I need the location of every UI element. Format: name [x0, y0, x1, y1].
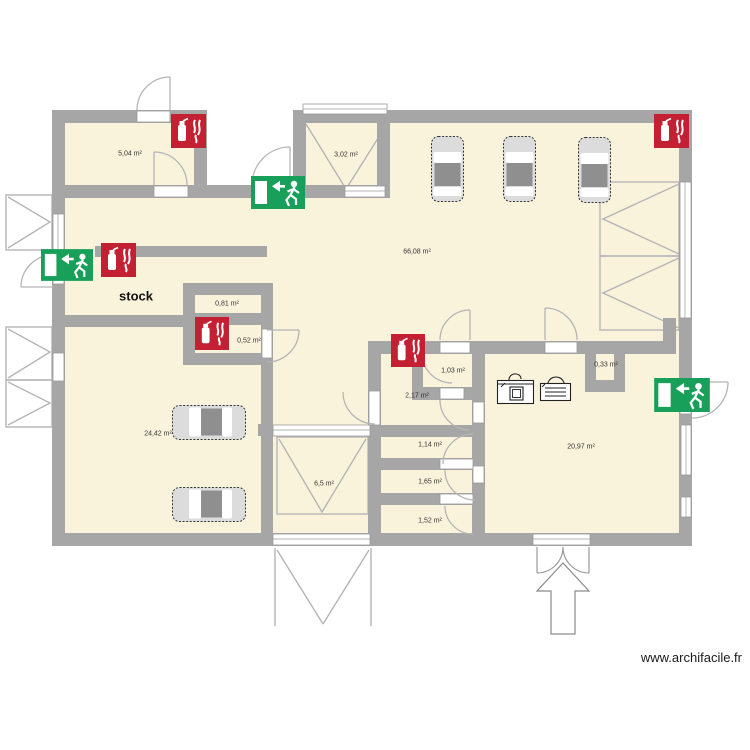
room-area-label: 1,52 m² — [418, 517, 442, 525]
cars — [172, 136, 611, 522]
emergency-exit-icon — [654, 378, 710, 412]
door-arcs — [20, 76, 729, 535]
emergency-exit-sign — [251, 176, 305, 209]
watermark: www.archifacile.fr — [640, 650, 742, 665]
fire-extinguisher-icon — [391, 334, 425, 367]
fire-extinguisher-sign — [193, 317, 231, 350]
room-area-label: 3,02 m² — [334, 151, 358, 159]
room-area-label: 66,08 m² — [403, 248, 431, 256]
fire-extinguisher-sign — [391, 334, 425, 367]
car — [503, 136, 536, 202]
sink-icon — [496, 373, 535, 405]
stove-icon — [539, 376, 572, 402]
windows — [52, 103, 692, 546]
room-area-label: 6,5 m² — [314, 480, 334, 488]
room-area-label: 0,52 m² — [237, 337, 261, 345]
room-area-label: 1,14 m² — [418, 441, 442, 449]
room-area-label: 5,04 m² — [118, 150, 142, 158]
room-area-label: 20,97 m² — [567, 443, 595, 451]
room-area-label: 1,65 m² — [418, 478, 442, 486]
room-area-label: 1,03 m² — [441, 367, 465, 375]
emergency-exit-icon — [41, 249, 93, 281]
fire-extinguisher-sign — [171, 114, 206, 148]
kitchen-fixtures — [496, 373, 572, 405]
fire-extinguisher-icon — [101, 243, 136, 277]
entrance-double-door — [536, 546, 590, 574]
emergency-exit-sign — [654, 378, 710, 412]
car — [578, 137, 611, 203]
fire-extinguisher-icon — [654, 114, 689, 148]
room-area-label: 24,42 m² — [144, 430, 172, 438]
entrance-arrow — [535, 562, 591, 635]
zone-label-stock: stock — [119, 288, 153, 304]
emergency-exit-icon — [251, 176, 305, 209]
fire-extinguisher-icon — [171, 114, 206, 148]
room-area-label: 0,33 m² — [594, 361, 618, 369]
fire-extinguisher-sign — [654, 114, 689, 148]
room-area-label: 2,17 m² — [405, 392, 429, 400]
room-area-label: 0,81 m² — [215, 300, 239, 308]
car — [172, 487, 246, 522]
car — [172, 405, 246, 440]
car — [431, 136, 464, 202]
fire-extinguisher-icon — [195, 317, 229, 350]
fire-extinguisher-sign — [101, 243, 136, 277]
emergency-exit-sign — [41, 249, 93, 281]
